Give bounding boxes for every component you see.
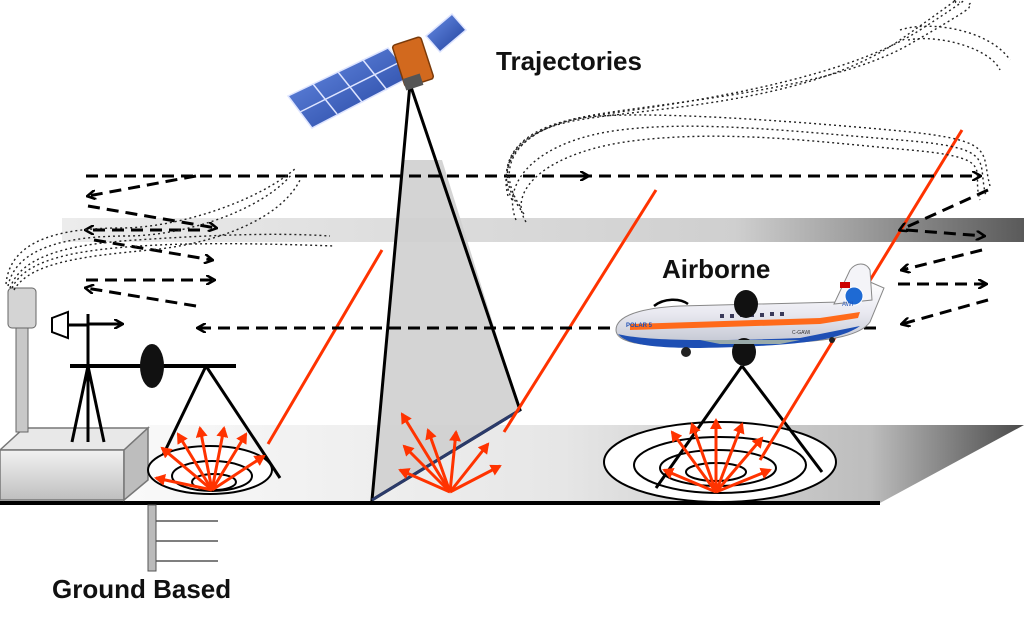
beam-satellite bbox=[502, 189, 658, 433]
aircraft-icon: AWI POLAR 5 C-GAWI bbox=[615, 263, 885, 366]
atmospheric-layer-band bbox=[62, 218, 1024, 242]
aircraft-top-sensor bbox=[734, 290, 758, 318]
satellite-icon bbox=[286, 12, 468, 129]
beam-ground bbox=[266, 249, 384, 445]
trajectory-arrows bbox=[86, 176, 989, 328]
trajectory-bundle-right bbox=[505, 0, 1011, 223]
trajectory-bundle-left bbox=[5, 167, 335, 291]
sonic-sensor-icon bbox=[51, 310, 69, 340]
aircraft-bottom-sensor bbox=[732, 338, 756, 366]
ground-probe bbox=[147, 504, 157, 572]
reflection-arrows-airborne bbox=[662, 418, 772, 494]
reflection-arrows-ground bbox=[154, 426, 266, 492]
anemometer-tripod bbox=[51, 310, 122, 443]
ground-radiometer-icon bbox=[140, 344, 164, 388]
trajectories-label: Trajectories bbox=[496, 46, 642, 76]
ground-based-label: Ground Based bbox=[52, 574, 232, 604]
aircraft-tail-text: AWI bbox=[842, 302, 853, 308]
ground-station bbox=[0, 287, 218, 572]
emission-stack bbox=[7, 287, 37, 329]
aircraft-name-text: POLAR 5 bbox=[626, 323, 653, 329]
reflection-arrows-satellite bbox=[398, 412, 502, 494]
solar-panel-right bbox=[424, 12, 468, 54]
aircraft-registration-text: C-GAWI bbox=[792, 330, 810, 336]
airborne-label: Airborne bbox=[662, 254, 771, 284]
